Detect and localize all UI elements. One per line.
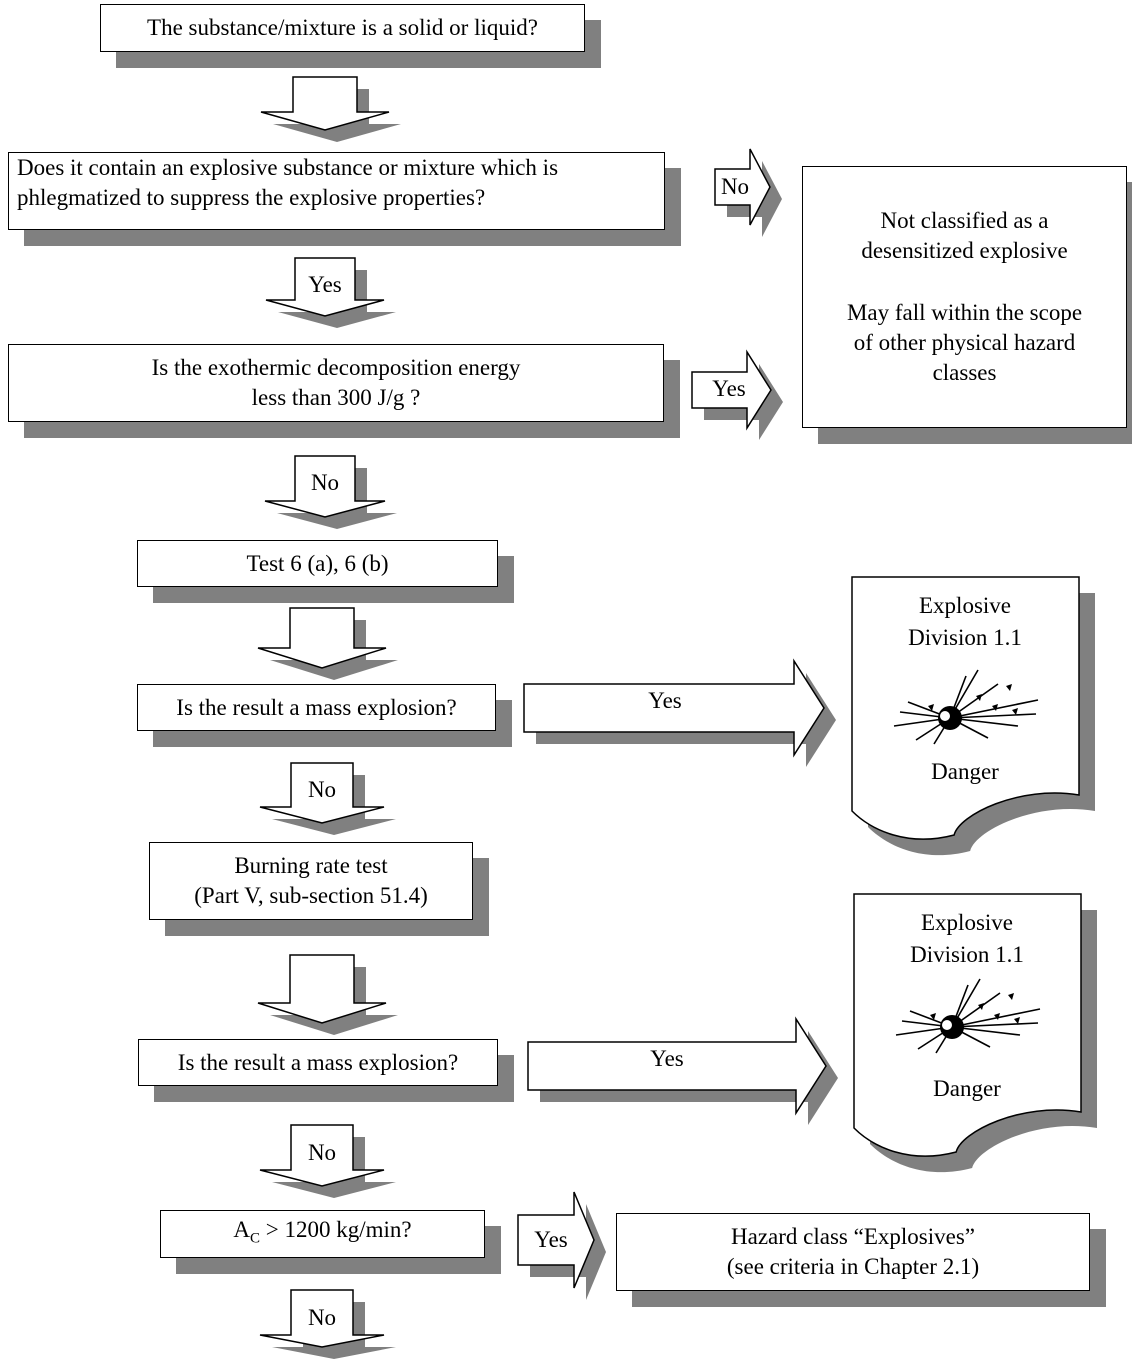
explosion-fragment [1008, 993, 1014, 1000]
question-solid-or-liquid-text: The substance/mixture is a solid or liqu… [147, 15, 538, 40]
result-doc-2-title: Explosive Division 1.1 [854, 907, 1080, 971]
arrow-right-yes-2 [691, 349, 772, 431]
explosion-symbol [893, 669, 1039, 745]
result-doc-1-shape [851, 576, 1080, 840]
arrow-down-no-2 [264, 455, 386, 518]
explosive-pictogram-icon [890, 975, 1050, 1055]
not-classified-line4: of other physical hazard [853, 330, 1076, 355]
explosion-symbol [895, 978, 1041, 1054]
explosion-fragment [930, 1013, 936, 1020]
question-ac-text: AC > 1200 kg/min? [233, 1215, 411, 1254]
explosion-ray [951, 1008, 1041, 1028]
question-mass-explosion-1: Is the result a mass explosion? [137, 684, 496, 731]
result-doc-2-shape [853, 893, 1082, 1157]
not-classified-line3: May fall within the scope [846, 300, 1083, 325]
explosion-ray [951, 1022, 1039, 1028]
arrow-down-no-3 [259, 762, 385, 824]
result-hazard-class-explosives: Hazard class “Explosives” (see criteria … [616, 1213, 1090, 1291]
explosion-fragment [1012, 708, 1018, 715]
question-phlegmatized-line2: phlegmatized to suppress the explosive p… [17, 185, 486, 210]
arrow-right-no-1 [714, 148, 771, 226]
ac-rest: > 1200 kg/min? [260, 1216, 412, 1242]
arrow-right-yes-3 [523, 658, 825, 758]
arrow-label-yes-phlegmatized: Yes [308, 272, 342, 297]
ac-prefix: A [233, 1216, 250, 1242]
question-solid-or-liquid: The substance/mixture is a solid or liqu… [100, 4, 585, 52]
result-doc-1-signal: Danger [931, 759, 999, 784]
question-decomposition-energy: Is the exothermic decomposition energy l… [8, 344, 664, 422]
result-not-classified: Not classified as a desensitized explosi… [802, 166, 1127, 428]
question-mass-explosion-2-text: Is the result a mass explosion? [177, 1049, 459, 1075]
result-doc-2-title1: Explosive [921, 910, 1013, 935]
explosion-fragment [994, 1013, 1000, 1020]
explosion-fragment [1014, 1017, 1020, 1024]
arrow-right-yes-4 [527, 1016, 827, 1116]
explosion-ray [949, 713, 1037, 719]
burning-rate-line1: Burning rate test [234, 853, 388, 878]
explosion-fragment [976, 694, 982, 701]
arrow-down-yes-1 [265, 257, 385, 317]
question-mass-explosion-1-text: Is the result a mass explosion? [176, 694, 457, 720]
explosion-bomb-highlight [942, 1020, 952, 1030]
not-classified-line1: Not classified as a [880, 208, 1049, 233]
question-burning-rate-ac: AC > 1200 kg/min? [160, 1210, 485, 1258]
arrow-label-no-mass-1: No [307, 777, 337, 802]
not-classified-line5: classes [932, 360, 997, 385]
result-doc-1-title1: Explosive [919, 593, 1011, 618]
explosion-fragment [928, 704, 934, 711]
result-doc-1-title: Explosive Division 1.1 [852, 590, 1078, 654]
burning-rate-line2: (Part V, sub-section 51.4) [194, 883, 428, 908]
question-energy-line2: less than 300 J/g ? [251, 385, 421, 410]
question-phlegmatized-line1: Does it contain an explosive substance o… [17, 155, 559, 180]
test-6-text: Test 6 (a), 6 (b) [246, 550, 389, 576]
arrow-label-no-ac: No [307, 1305, 337, 1330]
explosive-pictogram-icon [888, 666, 1048, 746]
arrow-label-no-mass-2: No [307, 1140, 337, 1165]
arrow-label-yes-mass-2: Yes [650, 1046, 684, 1071]
arrow-label-yes-ac: Yes [534, 1227, 568, 1252]
result-doc-1-title2: Division 1.1 [908, 625, 1022, 650]
hazard-line2: (see criteria in Chapter 2.1) [726, 1254, 980, 1279]
explosion-fragment [992, 704, 998, 711]
burning-rate-test: Burning rate test (Part V, sub-section 5… [149, 842, 473, 920]
test-6: Test 6 (a), 6 (b) [137, 540, 498, 587]
arrow-right-yes-5 [517, 1191, 595, 1289]
arrow-down-2 [257, 607, 387, 669]
arrow-label-yes-energy: Yes [712, 376, 746, 401]
explosion-ray [949, 699, 1039, 719]
not-classified-line2: desensitized explosive [861, 238, 1068, 263]
explosion-fragment [978, 1003, 984, 1010]
result-doc-2-title2: Division 1.1 [910, 942, 1024, 967]
arrow-down-no-4 [259, 1124, 385, 1187]
ac-subscript: C [250, 1230, 261, 1247]
arrow-label-no-phlegmatized: No [720, 174, 750, 199]
explosion-fragment [1006, 684, 1012, 691]
question-phlegmatized: Does it contain an explosive substance o… [8, 152, 665, 230]
explosion-bomb-highlight [940, 711, 950, 721]
arrow-label-yes-mass-1: Yes [648, 688, 682, 713]
question-energy-line1: Is the exothermic decomposition energy [151, 355, 521, 380]
arrow-down-1 [260, 76, 390, 131]
hazard-line1: Hazard class “Explosives” [731, 1224, 975, 1249]
result-doc-2-signal: Danger [933, 1076, 1001, 1101]
arrow-down-3 [257, 954, 387, 1024]
arrow-label-no-energy: No [310, 470, 340, 495]
arrow-down-no-5 [259, 1289, 385, 1348]
question-mass-explosion-2: Is the result a mass explosion? [138, 1039, 498, 1086]
